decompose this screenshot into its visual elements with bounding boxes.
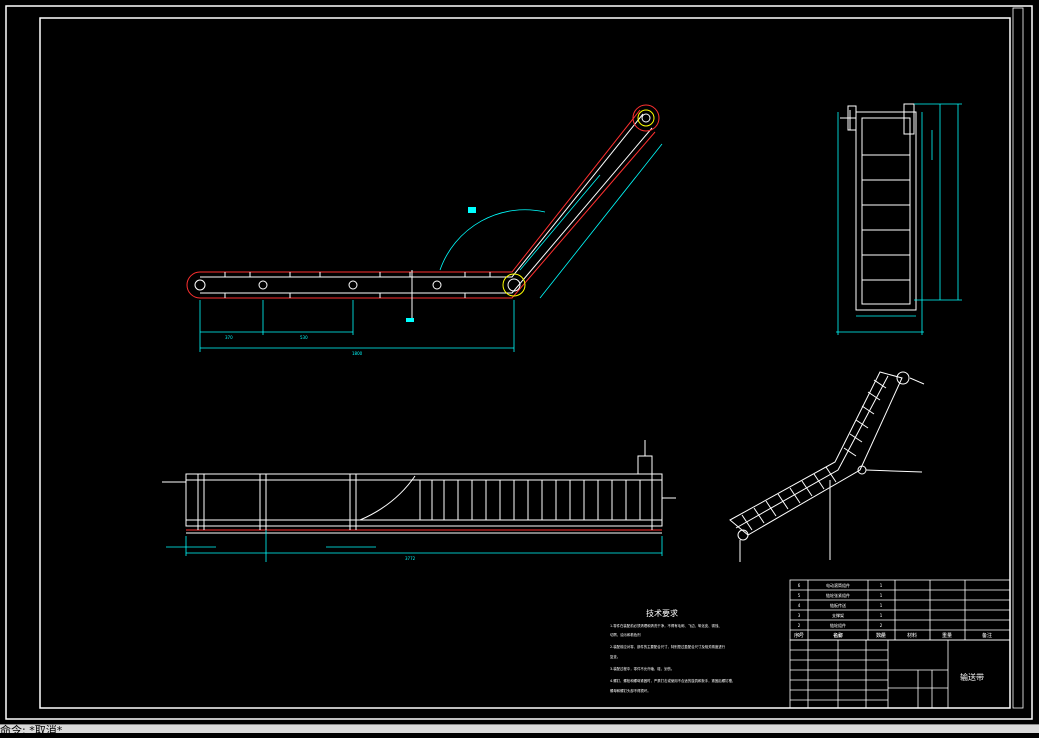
- bom-header-cell: 序号: [794, 632, 804, 639]
- bom-cell: 4: [798, 603, 801, 608]
- tech-req-line-6: 4.螺钉、螺栓和螺母紧固时，严禁打击或使用不合适的旋具和扳手，紧固后螺钉槽、: [610, 678, 735, 683]
- bom-header-cell: 名称: [833, 632, 843, 639]
- technical-requirements: 技术要求 1.零件在装配前必须清理和清洗干净，不得有毛刺、飞边、氧化皮、锈蚀、 …: [610, 608, 735, 693]
- front-view: [186, 104, 663, 352]
- drawing-title: 输送带: [960, 672, 984, 682]
- bom-cell: 1: [880, 633, 883, 638]
- tech-req-line-5: 3.装配过程中，零件不允许磕、碰、划伤。: [610, 666, 674, 671]
- tech-req-line-1: 1.零件在装配前必须清理和清洗干净，不得有毛刺、飞边、氧化皮、锈蚀、: [610, 623, 722, 628]
- bom-cell: 链轮张紧组件: [826, 592, 850, 598]
- tech-req-line-2: 切屑、油污和着色剂: [610, 632, 641, 637]
- bom-cell: 电动滚筒组件: [826, 582, 850, 588]
- bom-cell: 6: [798, 583, 801, 588]
- command-text: 命令: *取消*: [0, 724, 63, 737]
- bom-cell: 2: [798, 623, 801, 628]
- bom-cell: 链轮组件: [830, 622, 846, 628]
- bom-cell: 1: [880, 583, 883, 588]
- bom-header-cell: 备注: [982, 632, 992, 639]
- title-block: [789, 579, 1011, 709]
- bom-cell: 1: [880, 603, 883, 608]
- tech-req-line-7: 螺母和螺钉头部不得损坏。: [610, 688, 651, 693]
- bom-cell: 1: [880, 593, 883, 598]
- bom-cell: 机架: [834, 632, 842, 638]
- isometric-view: [729, 371, 925, 562]
- dim-3772: 3772: [405, 556, 416, 561]
- bom-cell: 链板传送: [830, 602, 846, 608]
- bom-cell: 3: [798, 613, 801, 618]
- plan-view: [162, 440, 676, 562]
- bom-header-cell: 材料: [907, 632, 917, 639]
- bom-cell: 5: [798, 593, 801, 598]
- bom-cell: 支撑架: [832, 612, 844, 618]
- dim-530: 530: [300, 335, 308, 340]
- inner-frame: [39, 17, 1011, 709]
- bom-cell: 2: [880, 623, 883, 628]
- frame-edge-strip: [1012, 7, 1024, 709]
- dim-1800: 1800: [352, 351, 363, 356]
- bom-cell: 1: [880, 613, 883, 618]
- bom-header-cell: 重量: [942, 632, 952, 639]
- bom-header-cell: 数量: [876, 632, 886, 639]
- tech-req-line-3: 2.装配前应对零、部件的主要配合尺寸，特别是过盈配合尺寸及相关精度进行: [610, 644, 726, 649]
- dim-370: 370: [225, 335, 233, 340]
- tech-req-line-4: 复查。: [610, 654, 620, 659]
- outer-frame: [5, 5, 1033, 720]
- side-view: [836, 103, 962, 335]
- bom-cell: 1: [798, 633, 801, 638]
- tech-req-title: 技术要求: [646, 608, 678, 618]
